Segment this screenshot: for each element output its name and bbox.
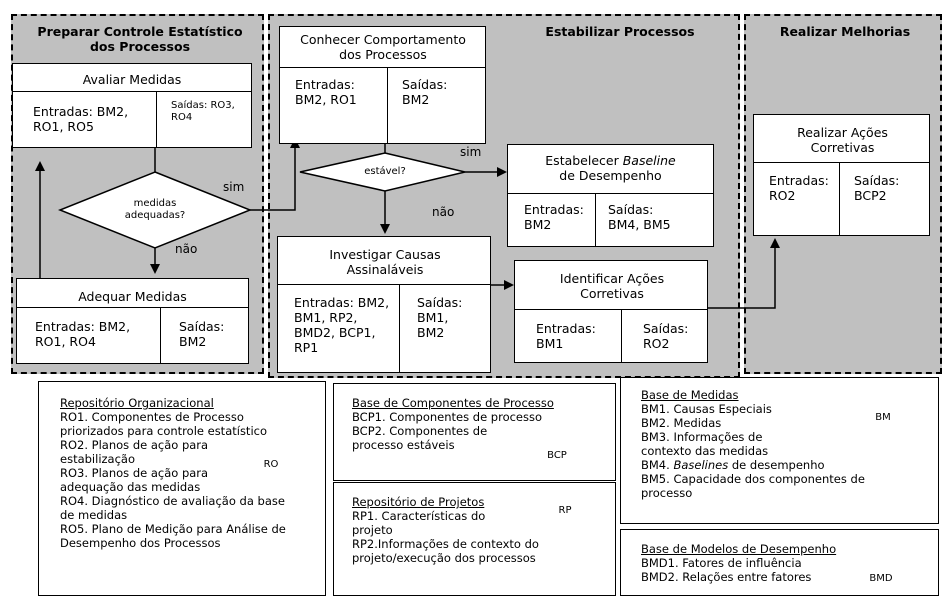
repository-item: RO4. Diagnóstico de avaliação da base de… <box>60 494 285 522</box>
database-icon-label: BCP <box>547 450 567 461</box>
label-nao-2: não <box>432 205 455 219</box>
process-outputs: Saídas: BM2 <box>402 77 448 107</box>
process-outputs: Saídas: BM2 <box>179 319 225 349</box>
repository-item: BCP1. Componentes de processo <box>352 410 543 424</box>
process-outputs: Saídas: RO2 <box>643 321 689 351</box>
repository-organizacional: Repositório Organizacional RO1. Componen… <box>38 381 326 596</box>
process-outputs: Saídas: RO3, RO4 <box>171 100 235 123</box>
repository-projetos: Repositório de Projetos RP1. Característ… <box>333 482 616 596</box>
database-icon-label: BM <box>875 412 891 423</box>
process-identificar-acoes: Identificar Ações Corretivas Entradas: B… <box>514 260 708 363</box>
repository-title: Base de Modelos de Desempenho <box>641 542 837 556</box>
decision-medidas-label: medidas adequadas? <box>124 198 186 221</box>
repository-item: RO2. Planos de ação para estabilização <box>60 438 209 466</box>
phase-title-estabilizar: Estabilizar Processos <box>545 24 695 39</box>
repository-item: BM3. Informações de contexto das medidas <box>641 430 769 458</box>
database-icon-label: BMD <box>869 573 893 584</box>
process-inputs: Entradas: BM1 <box>536 321 596 351</box>
repository-title: Base de Componentes de Processo <box>352 396 554 410</box>
process-adequar-medidas: Adequar Medidas Entradas: BM2, RO1, RO4 … <box>16 278 249 364</box>
process-title: Investigar Causas Assinaláveis <box>329 247 441 277</box>
repository-medidas: Base de Medidas BM1. Causas Especiais BM… <box>620 377 939 524</box>
process-avaliar-medidas: Avaliar Medidas Entradas: BM2, RO1, RO5 … <box>12 63 252 148</box>
database-icon-label: RO <box>263 459 279 470</box>
process-realizar-acoes: Realizar Ações Corretivas Entradas: RO2 … <box>753 114 930 236</box>
process-conhecer-comportamento: Conhecer Comportamento dos Processos Ent… <box>279 26 486 144</box>
process-investigar-causas: Investigar Causas Assinaláveis Entradas:… <box>277 236 491 373</box>
phase-title-melhorias: Realizar Melhorias <box>779 24 911 39</box>
process-inputs: Entradas: BM2, RO1 <box>295 77 357 107</box>
repository-item: RO5. Plano de Medição para Análise de De… <box>60 522 286 550</box>
repository-item: BM4. Baselines de desempenho <box>641 458 825 472</box>
process-inputs: Entradas: RO2 <box>769 173 829 203</box>
repository-title: Repositório Organizacional <box>60 396 214 410</box>
label-sim-1: sim <box>223 180 245 194</box>
phase-title-preparar: Preparar Controle Estatístico dos Proces… <box>37 24 243 54</box>
decision-estavel-label: estável? <box>364 166 406 177</box>
repository-item: BM2. Medidas <box>641 416 722 430</box>
process-inputs: Entradas: BM2 <box>524 202 584 232</box>
repository-componentes: Base de Componentes de Processo BCP1. Co… <box>333 383 616 481</box>
repository-item: BMD2. Relações entre fatores <box>641 570 812 584</box>
arrow-identificar-realizar <box>708 238 780 309</box>
repository-item: BCP2. Componentes de processo estáveis <box>352 424 488 452</box>
process-title: Identificar Ações Corretivas <box>559 271 665 301</box>
process-inputs: Entradas: BM2, RO1, RO4 <box>35 319 131 349</box>
process-title: Adequar Medidas <box>78 289 187 304</box>
process-title: Conhecer Comportamento dos Processos <box>300 32 466 62</box>
repository-title: Repositório de Projetos <box>352 495 485 509</box>
process-outputs: Saídas: BCP2 <box>854 173 900 203</box>
process-inputs: Entradas: BM2, BM1, RP2, BMD2, BCP1, RP1 <box>294 295 390 355</box>
process-title: Avaliar Medidas <box>82 72 182 87</box>
database-icon-label: RP <box>558 505 572 516</box>
process-title: Realizar Ações Corretivas <box>797 125 888 155</box>
arrow-sim-conhecer <box>250 138 300 211</box>
process-outputs: Saídas: BM1, BM2 <box>417 295 463 340</box>
label-sim-2: sim <box>460 145 482 159</box>
repository-item: RO1. Componentes de Processo priorizados… <box>60 410 267 438</box>
repository-title: Base de Medidas <box>641 388 739 402</box>
repository-item: BM1. Causas Especiais <box>641 402 772 416</box>
process-outputs: Saídas: BM4, BM5 <box>608 202 671 232</box>
repository-item: RP1. Características do projeto <box>352 509 486 537</box>
label-nao-1: não <box>175 242 198 256</box>
repository-modelos-desempenho: Base de Modelos de Desempenho BMD1. Fato… <box>620 529 939 596</box>
repository-item: BM5. Capacidade dos componentes de proce… <box>641 472 865 500</box>
process-inputs: Entradas: BM2, RO1, RO5 <box>33 104 129 134</box>
repository-item: BMD1. Fatores de influência <box>641 556 802 570</box>
repository-item: RP2.Informações de contexto do projeto/e… <box>352 537 539 565</box>
repository-item: RO3. Planos de ação para adequação das m… <box>60 466 209 494</box>
